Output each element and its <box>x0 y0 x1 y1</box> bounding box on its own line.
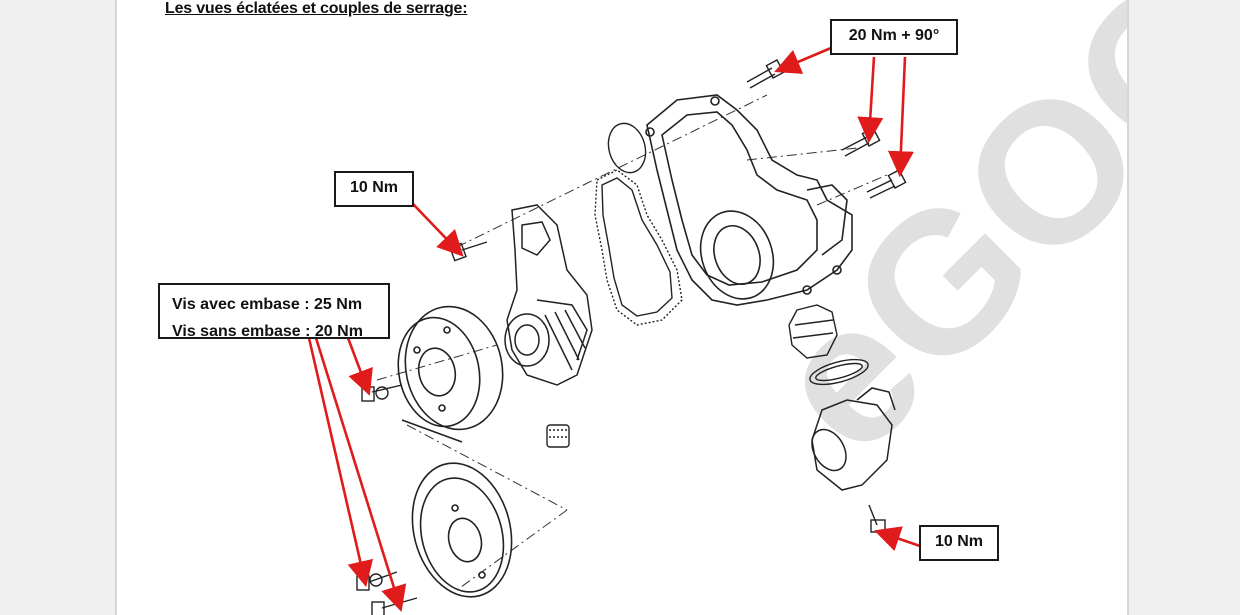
torque-label-left: 10 Nm <box>334 171 414 207</box>
torque-label-pulley-line2: Vis sans embase : 20 Nm <box>172 323 363 340</box>
torque-label-top-right: 20 Nm + 90° <box>830 19 958 55</box>
thermostat <box>788 304 869 386</box>
bolt-top-1 <box>746 59 785 89</box>
pulley-lower <box>411 462 513 598</box>
water-pump-body <box>504 204 593 386</box>
bolt-thermostat <box>868 504 886 533</box>
pulley-upper <box>397 305 504 443</box>
document-page: Les vues éclatées et couples de serrage:… <box>115 0 1129 615</box>
bolt-left <box>449 241 488 262</box>
thermostat-housing <box>811 387 896 491</box>
pump-housing <box>645 94 853 306</box>
torque-label-pulley: Vis avec embase : 25 Nm Vis sans embase … <box>158 283 390 340</box>
drain-plug <box>546 424 570 448</box>
bolt-pulley-lower-2 <box>371 597 418 615</box>
torque-label-bottom-right: 10 Nm <box>919 525 999 561</box>
bolt-top-3 <box>866 169 907 199</box>
callout-arrows <box>307 46 921 612</box>
bolts <box>356 59 907 615</box>
exploded-view-diagram <box>307 46 921 615</box>
torque-label-pulley-line1: Vis avec embase : 25 Nm <box>172 296 363 313</box>
page-title: Les vues éclatées et couples de serrage: <box>165 0 468 17</box>
bolt-top-2 <box>841 127 881 157</box>
assembly-axis-lines <box>376 94 888 591</box>
gaskets <box>594 122 683 326</box>
